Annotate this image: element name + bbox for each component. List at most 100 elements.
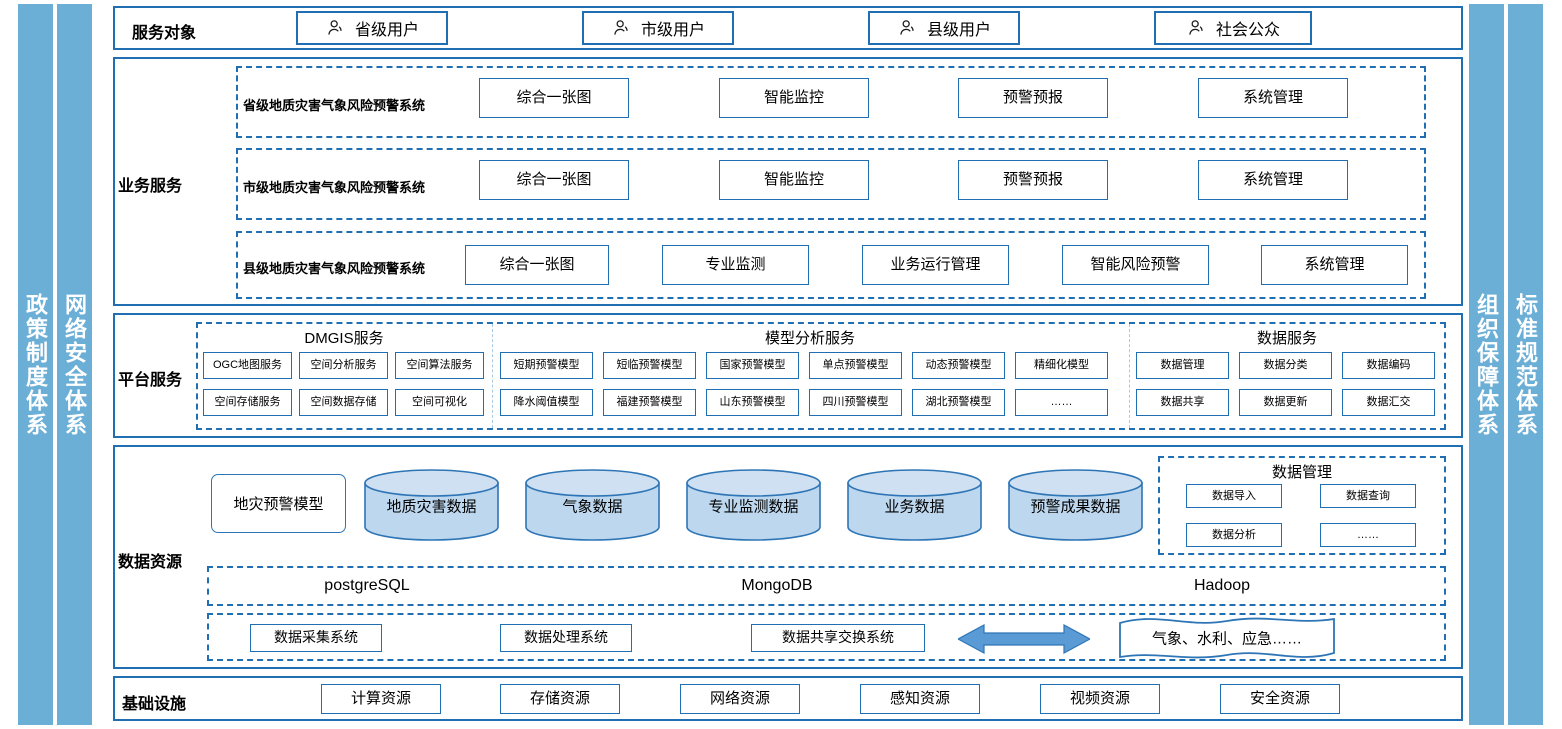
database-warning-results-data[interactable]: 预警成果数据: [1007, 469, 1144, 541]
user-chip-municipal-label: 市级用户: [640, 22, 705, 39]
platform-dataservice-classification[interactable]: 数据分类: [1239, 352, 1332, 379]
user-chip-public[interactable]: 社会公众: [1154, 11, 1312, 45]
sidebar-standard-specification-system-label: 标准规范体系: [1513, 292, 1539, 437]
infra-sensing-resource[interactable]: 感知资源: [860, 684, 980, 714]
data-management-analysis[interactable]: 数据分析: [1186, 523, 1282, 547]
user-chip-public-label: 社会公众: [1215, 22, 1280, 39]
module-county-map[interactable]: 综合一张图: [465, 245, 609, 285]
platform-dmgis-spatial-analysis[interactable]: 空间分析服务: [299, 352, 388, 379]
platform-dmgis-spatial-storage-service[interactable]: 空间存储服务: [203, 389, 292, 416]
infra-video-resource[interactable]: 视频资源: [1040, 684, 1160, 714]
module-provincial-sysmgmt[interactable]: 系统管理: [1198, 78, 1348, 118]
sidebar-organization-guarantee-system: 组织保障体系: [1469, 4, 1504, 725]
platform-model-national[interactable]: 国家预警模型: [706, 352, 799, 379]
module-county-risk-warning[interactable]: 智能风险预警: [1062, 245, 1209, 285]
module-municipal-map[interactable]: 综合一张图: [479, 160, 629, 200]
module-county-operation[interactable]: 业务运行管理: [862, 245, 1009, 285]
user-chip-provincial[interactable]: 省级用户: [296, 11, 448, 45]
business-row-provincial: [236, 66, 1426, 138]
database-meteorological-data[interactable]: 气象数据: [524, 469, 661, 541]
sidebar-policy-system-label: 政策制度体系: [23, 292, 49, 437]
platform-dmgis-spatial-algorithm[interactable]: 空间算法服务: [395, 352, 484, 379]
user-chip-municipal[interactable]: 市级用户: [582, 11, 734, 45]
platform-services-label: 平台服务: [118, 372, 183, 389]
sidebar-standard-specification-system: 标准规范体系: [1508, 4, 1543, 725]
user-chip-county-label: 县级用户: [926, 22, 991, 39]
sidebar-policy-system: 政策制度体系: [18, 4, 53, 725]
data-management-title: 数据管理: [1271, 464, 1332, 481]
module-provincial-monitor[interactable]: 智能监控: [719, 78, 869, 118]
data-systems-container: [207, 613, 1446, 661]
platform-group-dataservice-title: 数据服务: [1256, 330, 1317, 347]
person-icon: [614, 20, 628, 35]
module-provincial-map[interactable]: 综合一张图: [479, 78, 629, 118]
infra-security-resource[interactable]: 安全资源: [1220, 684, 1340, 714]
business-row-municipal-system: 市级地质灾害气象风险预警系统: [243, 180, 426, 195]
platform-model-shandong[interactable]: 山东预警模型: [706, 389, 799, 416]
platform-dataservice-management[interactable]: 数据管理: [1136, 352, 1229, 379]
module-provincial-warning[interactable]: 预警预报: [958, 78, 1108, 118]
platform-model-single-point[interactable]: 单点预警模型: [809, 352, 902, 379]
data-management-import[interactable]: 数据导入: [1186, 484, 1282, 508]
platform-model-fujian[interactable]: 福建预警模型: [603, 389, 696, 416]
data-management-query[interactable]: 数据查询: [1320, 484, 1416, 508]
business-row-county: [236, 231, 1426, 299]
person-icon: [900, 20, 914, 35]
module-county-sysmgmt[interactable]: 系统管理: [1261, 245, 1408, 285]
infra-network-resource[interactable]: 网络资源: [680, 684, 800, 714]
infra-storage-resource[interactable]: 存储资源: [500, 684, 620, 714]
data-collection-system[interactable]: 数据采集系统: [250, 624, 382, 652]
sidebar-organization-guarantee-system-label: 组织保障体系: [1474, 292, 1500, 437]
platform-dataservice-update[interactable]: 数据更新: [1239, 389, 1332, 416]
infra-compute-resource[interactable]: 计算资源: [321, 684, 441, 714]
module-municipal-monitor[interactable]: 智能监控: [719, 160, 869, 200]
platform-model-rainfall-threshold[interactable]: 降水阈值模型: [500, 389, 593, 416]
user-chip-county[interactable]: 县级用户: [868, 11, 1020, 45]
business-services-label: 业务服务: [118, 178, 183, 195]
data-management-more[interactable]: ……: [1320, 523, 1416, 547]
data-management-container: [1158, 456, 1446, 555]
database-geohazard-data[interactable]: 地质灾害数据: [363, 469, 500, 541]
infrastructure-label: 基础设施: [122, 696, 187, 713]
database-business-data[interactable]: 业务数据: [846, 469, 983, 541]
platform-model-refined[interactable]: 精细化模型: [1015, 352, 1108, 379]
platform-group-divider-2: [1129, 324, 1130, 428]
module-county-monitor[interactable]: 专业监测: [662, 245, 809, 285]
platform-group-divider-1: [492, 324, 493, 428]
platform-model-short-term[interactable]: 短期预警模型: [500, 352, 593, 379]
db-engines-container: [207, 566, 1446, 606]
external-departments-shape[interactable]: 气象、水利、应急……: [1117, 616, 1337, 660]
platform-dataservice-exchange[interactable]: 数据汇交: [1342, 389, 1435, 416]
platform-group-model-title: 模型分析服务: [764, 330, 855, 347]
data-sharing-exchange-system[interactable]: 数据共享交换系统: [751, 624, 925, 652]
platform-dataservice-sharing[interactable]: 数据共享: [1136, 389, 1229, 416]
service-objects-label: 服务对象: [132, 25, 197, 42]
platform-dmgis-ogc-map[interactable]: OGC地图服务: [203, 352, 292, 379]
person-icon: [1189, 20, 1203, 35]
platform-model-hubei[interactable]: 湖北预警模型: [912, 389, 1005, 416]
business-row-municipal: [236, 148, 1426, 220]
sidebar-network-security-system: 网络安全体系: [57, 4, 92, 725]
module-municipal-sysmgmt[interactable]: 系统管理: [1198, 160, 1348, 200]
platform-model-more[interactable]: ……: [1015, 389, 1108, 416]
person-icon: [328, 20, 342, 35]
sidebar-network-security-system-label: 网络安全体系: [62, 292, 88, 437]
platform-dmgis-spatial-data-storage[interactable]: 空间数据存储: [299, 389, 388, 416]
platform-group-dmgis-title: DMGIS服务: [304, 330, 384, 347]
business-row-provincial-system: 省级地质灾害气象风险预警系统: [243, 98, 426, 113]
database-professional-monitoring-data[interactable]: 专业监测数据: [685, 469, 822, 541]
platform-model-nowcast[interactable]: 短临预警模型: [603, 352, 696, 379]
platform-model-dynamic[interactable]: 动态预警模型: [912, 352, 1005, 379]
module-municipal-warning[interactable]: 预警预报: [958, 160, 1108, 200]
external-departments-label: 气象、水利、应急……: [1151, 630, 1302, 648]
db-engine-postgresql: postgreSQL: [324, 577, 410, 594]
platform-dmgis-spatial-visualization[interactable]: 空间可视化: [395, 389, 484, 416]
data-processing-system[interactable]: 数据处理系统: [500, 624, 632, 652]
platform-services-group-container: [196, 322, 1446, 430]
db-engine-hadoop: Hadoop: [1193, 577, 1251, 594]
disaster-warning-model-box[interactable]: 地灾预警模型: [211, 474, 346, 533]
db-engine-mongodb: MongoDB: [741, 577, 813, 594]
platform-dataservice-coding[interactable]: 数据编码: [1342, 352, 1435, 379]
platform-model-sichuan[interactable]: 四川预警模型: [809, 389, 902, 416]
